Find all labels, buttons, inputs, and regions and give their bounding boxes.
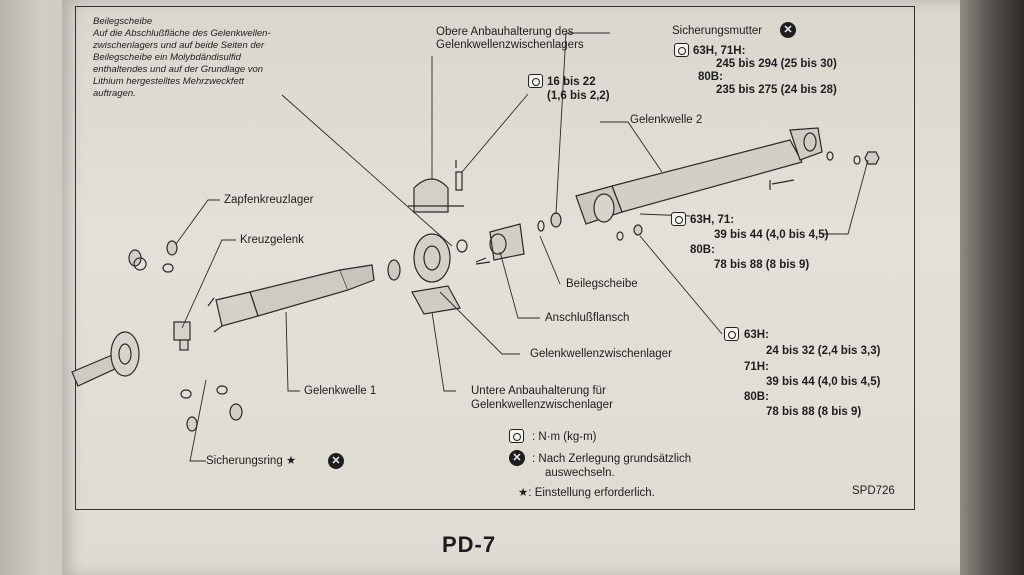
label-snap-ring: Sicherungsring ★ [206,455,297,467]
torque-bolt-value: 16 bis 22 [547,76,596,88]
leader-lines [175,32,869,462]
torque-wrench-icon [528,74,543,88]
label-lock-nut: Sicherungsmutter [672,25,763,37]
legend-adjust: ★: Einstellung erforderlich. [518,487,655,499]
replace-part-icon: ✕ [780,22,796,38]
nut-spec-1: 63H, 71H: [693,45,746,57]
label-lower-bracket-2: Gelenkwellenzwischenlager [471,399,613,411]
note-line: Beilegscheibe ein Molybdändisulfid [93,52,241,63]
legend-replace-2: auswechseln. [545,467,615,479]
front-flange-drawing [71,331,140,387]
torque-wrench-icon [671,212,686,226]
diagram-frame [75,6,915,510]
fastener-parts-drawing [455,151,880,265]
legend-replace-1: : Nach Zerlegung grundsätzlich [532,453,692,465]
book-binding-edge [960,0,1024,575]
flange-spec-2-value: 78 bis 88 (8 bis 9) [714,259,810,271]
legend-torque-unit: : N·m (kg-m) [532,431,597,443]
note-line: enthaltendes und auf der Grundlage von [93,64,264,75]
note-line: auftragen. [93,88,136,99]
companion-flange-drawing [475,223,525,263]
flange-spec-1: 63H, 71: [690,214,735,226]
manual-page [62,0,977,575]
label-washer: Beilegscheibe [566,278,638,290]
label-upper-bracket-1: Obere Anbauhalterung des [436,26,574,38]
note-line: Lithium hergestelltes Mehrzweckfett [93,76,245,87]
nut-spec-1-value: 245 bis 294 (25 bis 30) [716,58,837,70]
replace-part-icon: ✕ [328,453,344,469]
label-lower-bracket-1: Untere Anbauhalterung für [471,385,606,397]
label-driveshaft-1: Gelenkwelle 1 [304,385,377,397]
universal-joint-drawing [128,240,243,432]
note-line: zwischenlagers und auf beide Seiten der [93,40,265,51]
label-companion-flange: Anschlußflansch [545,312,630,324]
label-upper-bracket-2: Gelenkwellenzwischenlagers [436,39,584,51]
driveshaft-2-drawing [575,127,823,225]
torque-wrench-icon [674,43,689,57]
center-bearing-drawing [387,171,464,315]
bolt-spec-3-value: 78 bis 88 (8 bis 9) [766,406,862,418]
bolt-spec-1: 63H: [744,329,769,341]
page-number: PD-7 [442,532,497,557]
note-heading: Beilegscheibe [93,16,153,27]
bolt-spec-3: 80B: [744,391,769,403]
label-universal-joint: Kreuzgelenk [240,234,304,246]
driveshaft-1-drawing [207,264,375,333]
label-spider-bearing: Zapfenkreuzlager [224,194,314,206]
label-driveshaft-2: Gelenkwelle 2 [630,114,703,126]
flange-spec-1-value: 39 bis 44 (4,0 bis 4,5) [714,229,829,241]
torque-bolt-value-kg: (1,6 bis 2,2) [547,90,610,102]
nut-spec-2: 80B: [698,71,723,83]
figure-code: SPD726 [852,485,895,497]
bolt-spec-1-value: 24 bis 32 (2,4 bis 3,3) [766,345,881,357]
bolt-spec-2: 71H: [744,361,769,373]
replace-part-icon: ✕ [509,450,525,466]
torque-wrench-icon [724,327,739,341]
previous-page-edge [0,0,70,575]
flange-spec-2: 80B: [690,244,715,256]
label-center-bearing: Gelenkwellenzwischenlager [530,348,672,360]
torque-wrench-icon [509,429,524,443]
nut-spec-2-value: 235 bis 275 (24 bis 28) [716,84,837,96]
bolt-spec-2-value: 39 bis 44 (4,0 bis 4,5) [766,376,881,388]
note-line: Auf die Abschlußfläche des Gelenkwellen- [93,28,271,39]
